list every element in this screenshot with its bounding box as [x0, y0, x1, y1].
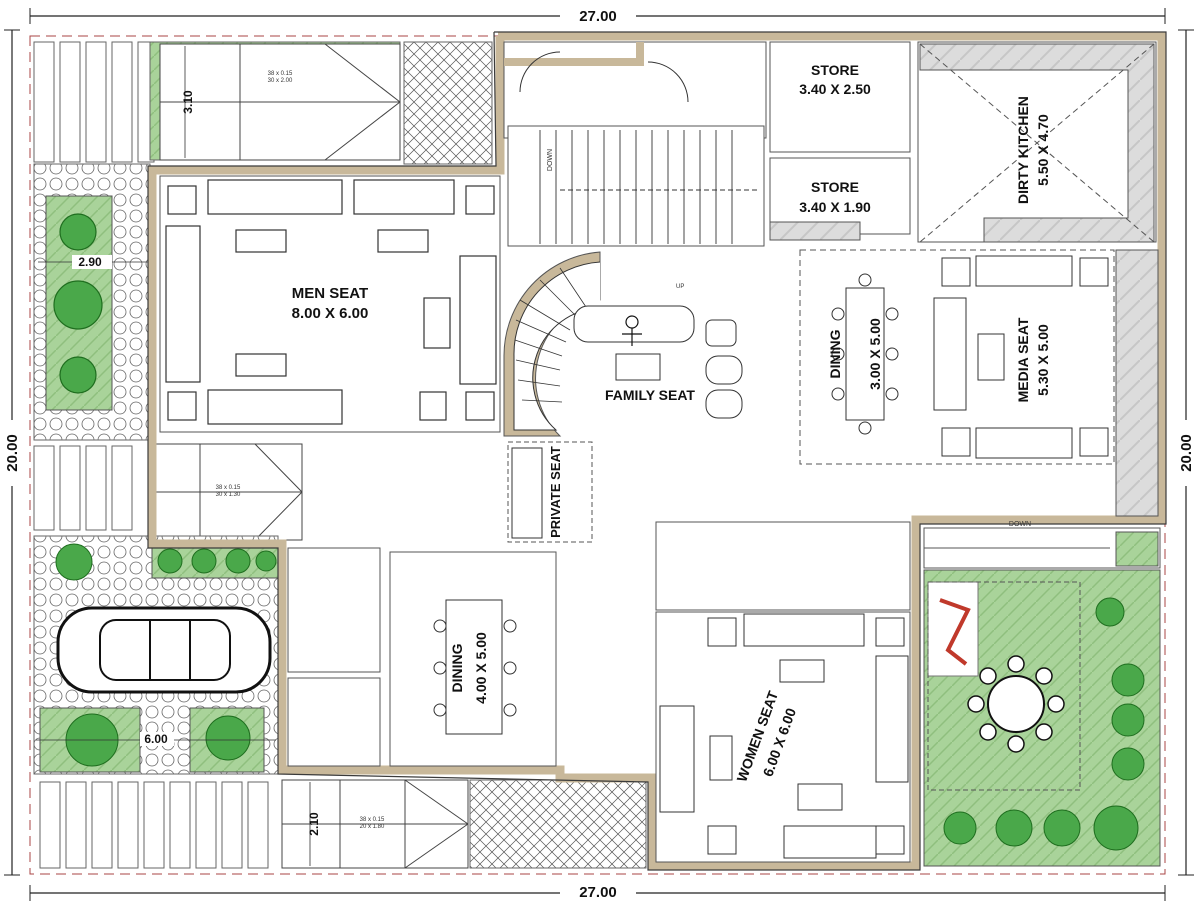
stair-down-label: DOWN [547, 149, 554, 171]
car-icon [56, 606, 272, 694]
step-note-mid-2: 30 x 1.30 [216, 492, 241, 498]
dim-parking: 6.00 [144, 732, 168, 746]
stair-treads [539, 130, 733, 244]
chair-icon [433, 619, 517, 717]
room-women-seat [655, 611, 911, 863]
room-entry-corridor [503, 41, 767, 139]
step-note-bottom-2: 20 x 1.80 [360, 824, 385, 830]
room-women-wc [655, 521, 911, 611]
media-wall [1115, 249, 1159, 517]
store-2-name: STORE [811, 179, 859, 195]
men-seat-name: MEN SEAT [292, 285, 368, 302]
tree-icon [53, 213, 103, 394]
private-seat-name: PRIVATE SEAT [548, 446, 563, 538]
dim-bottom: 27.00 [579, 884, 617, 901]
step-note-bottom-1: 38 x 0.15 [360, 817, 385, 823]
step-note-mid-1: 38 x 0.15 [216, 485, 241, 491]
step-note-top-1: 38 x 0.15 [268, 71, 293, 77]
store-1-name: STORE [811, 62, 859, 78]
wall-edges [147, 31, 1167, 871]
stair-down-label-2: DOWN [1009, 521, 1031, 528]
shrub-icon [55, 543, 277, 581]
exterior-walls [147, 31, 1167, 871]
room-store-1 [769, 41, 911, 153]
room-store-2 [769, 157, 911, 235]
room-wc-1 [287, 547, 381, 673]
family-seat-furniture [573, 305, 743, 419]
dim-right: 20.00 [1178, 434, 1195, 472]
logo-stamp [927, 581, 979, 677]
dim-top: 27.00 [579, 8, 617, 25]
media-seat-size: 5.30 X 5.00 [1035, 324, 1051, 396]
stair-up-label: UP [676, 284, 684, 290]
lattice-bottom [469, 779, 647, 869]
dim-garden-top: 3.10 [181, 90, 195, 114]
step-note-top-2: 30 x 2.00 [268, 78, 293, 84]
media-sofa-icon [933, 255, 1109, 459]
paving-strips-bottom-left [39, 781, 269, 869]
dining-lower-size: 4.00 X 5.00 [473, 632, 489, 704]
dining-upper-size: 3.00 X 5.00 [867, 318, 883, 390]
paving-strips-top-left [33, 41, 155, 163]
person-icon [622, 315, 642, 346]
dirty-kitchen-name: DIRTY KITCHEN [1015, 96, 1031, 204]
store-2-size: 3.40 X 1.90 [799, 199, 871, 215]
dim-garden-bottom: 2.10 [307, 812, 321, 836]
dim-side-left: 2.90 [78, 255, 102, 269]
chair-icon [831, 273, 899, 435]
tree-icon [943, 597, 1145, 851]
store-1-size: 3.40 X 2.50 [799, 81, 871, 97]
lattice-top [403, 41, 493, 165]
stair-curved-treads [514, 267, 589, 403]
dining-lower-name: DINING [449, 643, 465, 692]
family-seat-name: FAMILY SEAT [605, 387, 695, 403]
dirty-kitchen-size: 5.50 X 4.70 [1035, 114, 1051, 186]
dining-upper-name: DINING [827, 329, 843, 378]
room-wc-2 [287, 677, 381, 767]
dining-table-upper [845, 287, 885, 421]
men-seat-size: 8.00 X 6.00 [292, 305, 369, 322]
women-sofa-icon [659, 613, 909, 859]
paving-strips-mid-left [33, 445, 133, 531]
round-table-icon [967, 655, 1065, 753]
room-dirty-kitchen [917, 41, 1157, 243]
media-seat-name: MEDIA SEAT [1015, 317, 1031, 402]
dining-table-lower [445, 599, 503, 735]
sofa-icon [165, 179, 497, 425]
dim-left: 20.00 [4, 434, 21, 472]
